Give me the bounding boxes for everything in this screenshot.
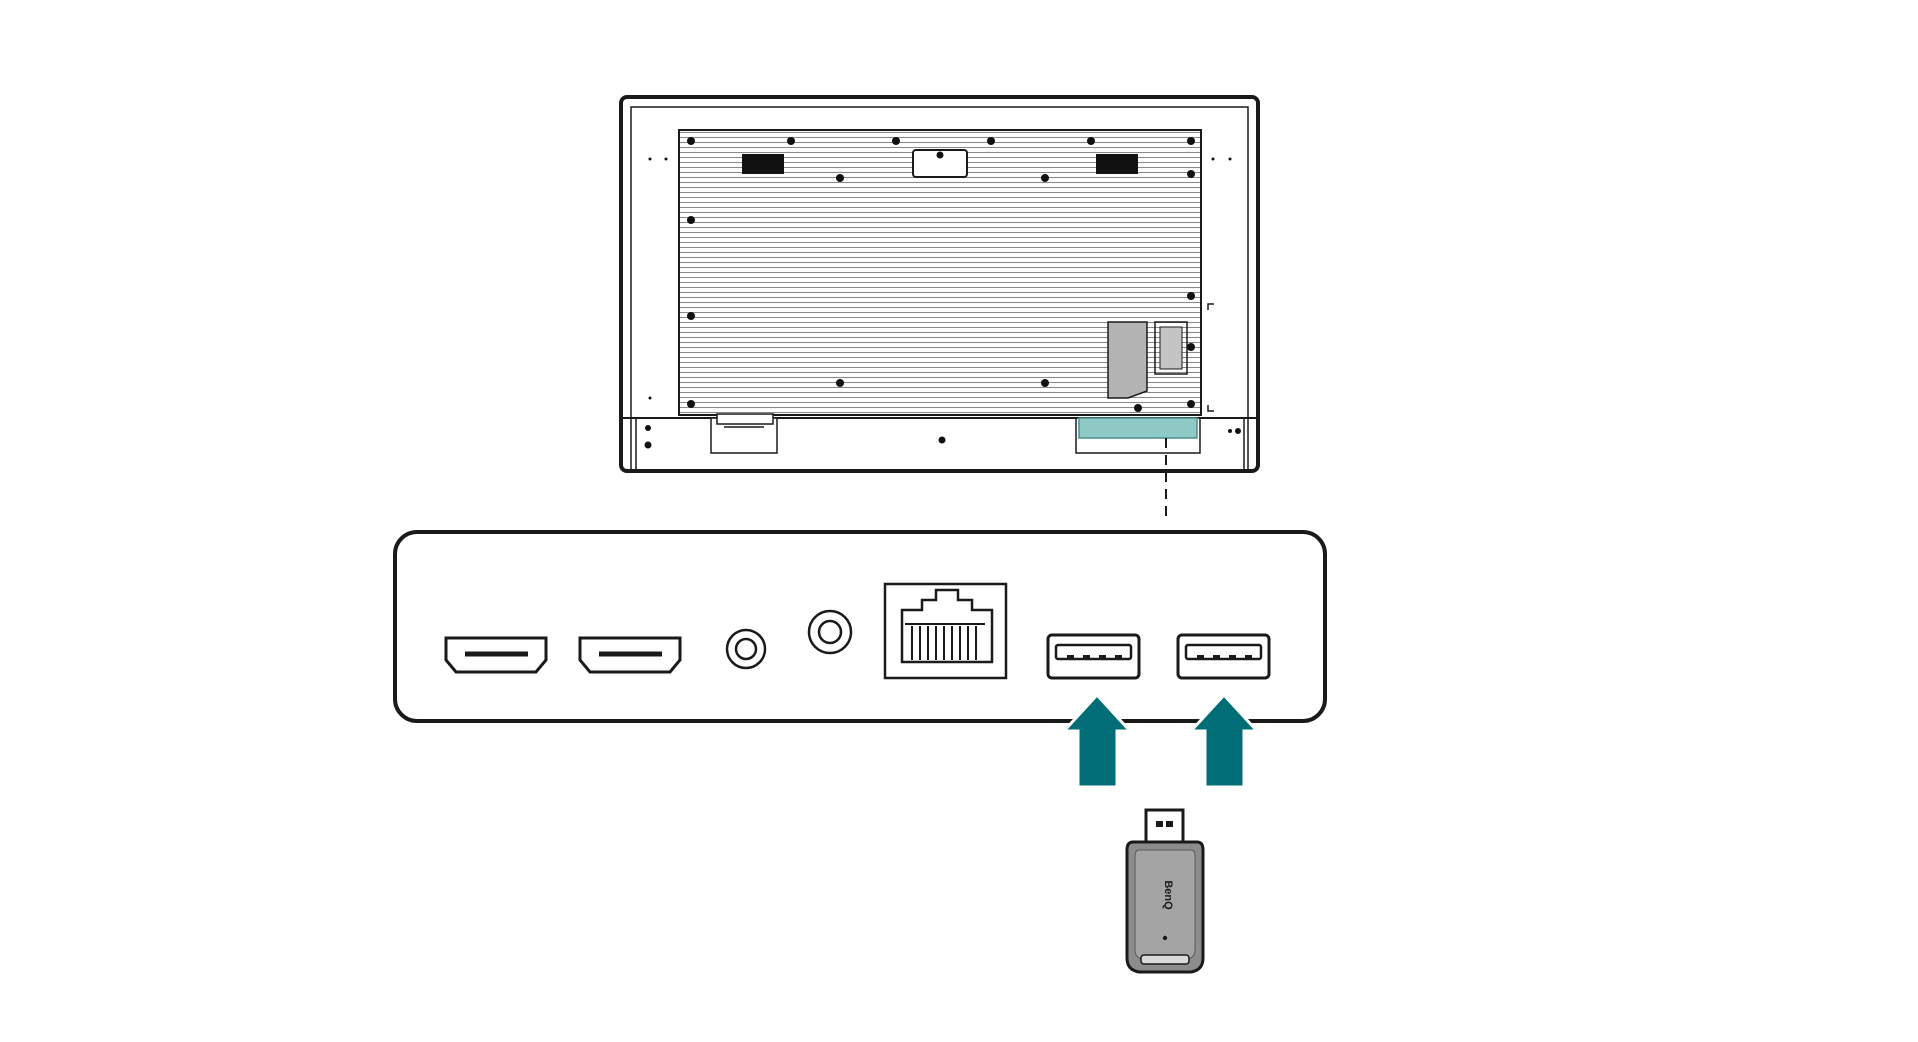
usb-dongle-brand-text: BenQ — [1162, 880, 1174, 910]
arrow-up-icon — [1060, 692, 1134, 789]
hdmi-port-icon[interactable] — [578, 636, 682, 674]
usb-dongle-icon: BenQ — [1125, 808, 1205, 974]
usb-a-port-icon[interactable] — [1176, 633, 1271, 680]
gray-block-outline — [1154, 321, 1188, 375]
io-panel — [393, 530, 1327, 723]
usb-port-area-highlight — [1075, 417, 1201, 454]
mount-slot-right — [1096, 154, 1138, 174]
hdmi-port-icon[interactable] — [444, 636, 548, 674]
display-rear-view — [619, 95, 1260, 520]
mount-slot-left — [742, 154, 784, 174]
arrow-up-icon — [1187, 692, 1261, 789]
gray-block-large — [1107, 321, 1148, 399]
audio-jack-icon[interactable] — [807, 609, 853, 655]
handle-recess — [912, 149, 968, 178]
audio-jack-icon[interactable] — [725, 628, 767, 670]
left-bracket — [710, 413, 778, 454]
usb-a-port-icon[interactable] — [1046, 633, 1141, 680]
display-inner-frame — [630, 106, 1249, 472]
rj45-port-icon[interactable] — [883, 582, 1008, 680]
io-panel-frame — [393, 530, 1327, 723]
